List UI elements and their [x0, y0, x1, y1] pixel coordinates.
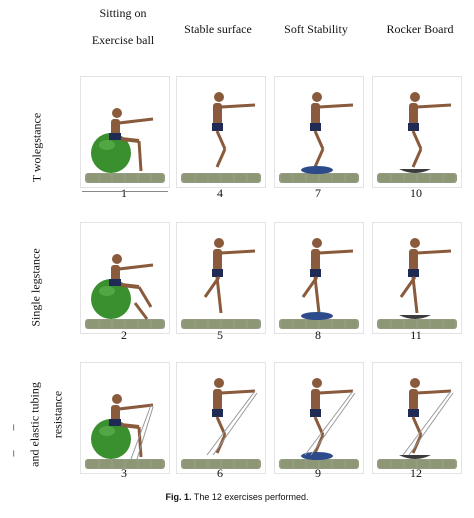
- exercise-figure: [377, 378, 457, 469]
- exercise-figure: [85, 394, 165, 469]
- exercise-number: 3: [121, 466, 127, 480]
- column-header-stable: Stable surface: [184, 22, 252, 36]
- column-header-soft: Soft Stability: [284, 22, 348, 36]
- exercise-image: [274, 222, 364, 334]
- exercise-image: [372, 76, 462, 188]
- exercise-number: 6: [217, 466, 223, 480]
- row-label-single-leg: Single legstance: [28, 248, 43, 327]
- exercise-image: [80, 76, 170, 188]
- caption-text: The 12 exercises performed.: [191, 492, 309, 502]
- exercise-image: [372, 222, 462, 334]
- exercise-number: 2: [121, 328, 127, 342]
- caption-prefix: Fig. 1.: [165, 492, 192, 502]
- exercise-number: 7: [315, 186, 321, 200]
- exercise-figure: [377, 238, 457, 329]
- row-label-dash: –: [5, 450, 20, 457]
- divider: [82, 191, 168, 192]
- exercise-figure: [181, 238, 261, 329]
- exercise-figure: [279, 238, 359, 329]
- exercise-number: 9: [315, 466, 321, 480]
- exercise-number: 12: [410, 466, 422, 480]
- column-header-sitting: Sitting on Exercise ball: [78, 6, 168, 48]
- exercise-image: [274, 76, 364, 188]
- row-label-tubing: and elastic tubing: [27, 382, 42, 467]
- exercise-figure: [279, 378, 359, 469]
- exercise-figure: [181, 92, 261, 183]
- exercise-number: 10: [410, 186, 422, 200]
- exercise-figure: [181, 378, 261, 469]
- exercise-image: [176, 76, 266, 188]
- exercise-image: [274, 362, 364, 474]
- exercise-image: [176, 222, 266, 334]
- exercise-figure: [85, 254, 165, 329]
- exercise-number: 8: [315, 328, 321, 342]
- exercise-number: 5: [217, 328, 223, 342]
- exercise-image: [80, 222, 170, 334]
- row-label-resistance: resistance: [50, 390, 65, 439]
- column-header-line: Exercise ball: [91, 33, 155, 47]
- exercise-image: [80, 362, 170, 474]
- exercise-figure: [279, 92, 359, 183]
- exercise-image: [176, 362, 266, 474]
- exercise-figure: [377, 92, 457, 183]
- row-label-two-leg: T wolegstance: [29, 112, 44, 183]
- exercise-figure: [85, 108, 165, 183]
- exercise-image: [372, 362, 462, 474]
- exercise-number: 11: [410, 328, 422, 342]
- figure-caption: Fig. 1. The 12 exercises performed.: [0, 492, 474, 502]
- exercise-number: 4: [217, 186, 223, 200]
- row-label-dash: –: [5, 424, 20, 431]
- exercise-number: 1: [121, 186, 127, 200]
- column-header-rocker: Rocker Board: [386, 22, 454, 36]
- column-header-line: Sitting on: [99, 6, 147, 20]
